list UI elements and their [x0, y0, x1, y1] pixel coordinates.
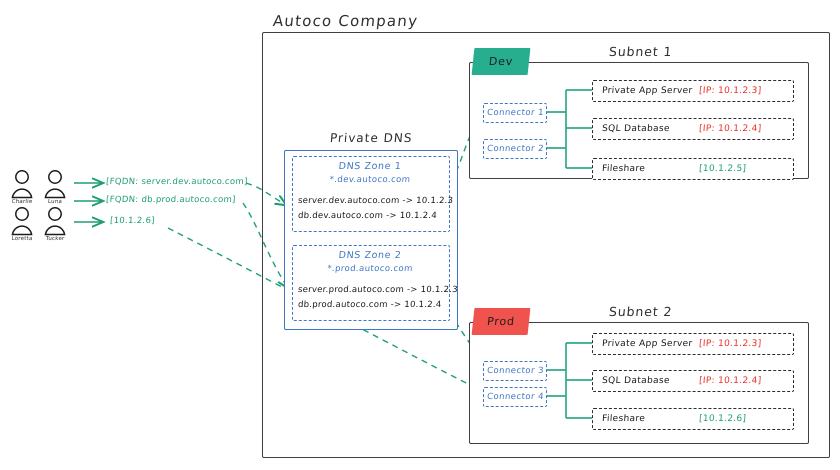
- resource-fileshare-dev[interactable]: Fileshare [10.1.2.5]: [592, 158, 794, 180]
- resource-ip: [IP: 10.1.2.3]: [698, 339, 762, 349]
- resource-sql-database-dev[interactable]: SQL Database [IP: 10.1.2.4]: [592, 118, 794, 140]
- resource-ip: [10.1.2.5]: [698, 164, 747, 174]
- resource-ip: [IP: 10.1.2.4]: [698, 124, 762, 134]
- avatar: [44, 207, 66, 236]
- dns-zone-2: [292, 245, 450, 321]
- connector-2[interactable]: Connector 2: [483, 139, 547, 159]
- connector-3[interactable]: Connector 3: [483, 361, 547, 381]
- avatar: [11, 207, 33, 236]
- dns-zone-1: [292, 156, 450, 232]
- dns-zone-1-name: DNS Zone 1: [338, 161, 402, 172]
- dns-zone-2-record-2: db.prod.autoco.com -> 10.1.2.4: [297, 300, 442, 310]
- resource-label: SQL Database: [601, 376, 671, 386]
- request-label-ip: [10.1.2.6]: [109, 216, 156, 226]
- dns-zone-2-record-1: server.prod.autoco.com -> 10.1.2.3: [297, 285, 459, 295]
- request-label-fqdn-prod: [FQDN: db.prod.autoco.com]: [105, 195, 237, 205]
- badge-prod: Prod: [471, 308, 531, 335]
- resource-ip: [IP: 10.1.2.4]: [698, 376, 762, 386]
- resource-ip: [10.1.2.6]: [698, 414, 747, 424]
- connector-4-label: Connector 4: [486, 392, 544, 402]
- resource-label: SQL Database: [601, 124, 671, 134]
- subnet-1-title: Subnet 1: [608, 44, 674, 59]
- dns-zone-1-record-2: db.dev.autoco.com -> 10.1.2.4: [297, 211, 438, 221]
- dns-zone-2-wildcard: *.prod.autoco.com: [326, 264, 414, 274]
- avatar: [44, 170, 66, 199]
- page-title: Autoco Company: [272, 12, 420, 30]
- resource-sql-database-prod[interactable]: SQL Database [IP: 10.1.2.4]: [592, 370, 794, 392]
- request-label-fqdn-dev: [FQDN: server.dev.autoco.com]: [105, 177, 248, 187]
- badge-dev: Dev: [471, 48, 531, 75]
- subnet-2-title: Subnet 2: [608, 304, 674, 319]
- user-name-4: Tucker: [45, 236, 65, 242]
- resource-ip: [IP: 10.1.2.3]: [698, 86, 762, 96]
- connector-4[interactable]: Connector 4: [483, 387, 547, 407]
- user-name-3: Loretta: [11, 236, 33, 242]
- connector-3-label: Connector 3: [486, 366, 544, 376]
- resource-label: Private App Server: [601, 339, 693, 349]
- dns-zone-1-record-1: server.dev.autoco.com -> 10.1.2.3: [297, 196, 454, 206]
- user-name-1: Charlie: [11, 199, 33, 205]
- dns-zone-1-wildcard: *.dev.autoco.com: [329, 175, 411, 185]
- user-name-2: Luna: [47, 199, 63, 205]
- dns-zone-2-name: DNS Zone 2: [338, 250, 402, 261]
- resource-private-app-server-prod[interactable]: Private App Server [IP: 10.1.2.3]: [592, 333, 794, 355]
- resource-fileshare-prod[interactable]: Fileshare [10.1.2.6]: [592, 408, 794, 430]
- connector-1[interactable]: Connector 1: [483, 103, 547, 123]
- resource-private-app-server-dev[interactable]: Private App Server [IP: 10.1.2.3]: [592, 80, 794, 102]
- connector-1-label: Connector 1: [486, 108, 544, 118]
- private-dns-box: [284, 150, 458, 330]
- connector-2-label: Connector 2: [486, 144, 544, 154]
- resource-label: Private App Server: [601, 86, 693, 96]
- resource-label: Fileshare: [601, 164, 646, 174]
- private-dns-title: Private DNS: [329, 131, 414, 145]
- resource-label: Fileshare: [601, 414, 646, 424]
- avatar: [11, 170, 33, 199]
